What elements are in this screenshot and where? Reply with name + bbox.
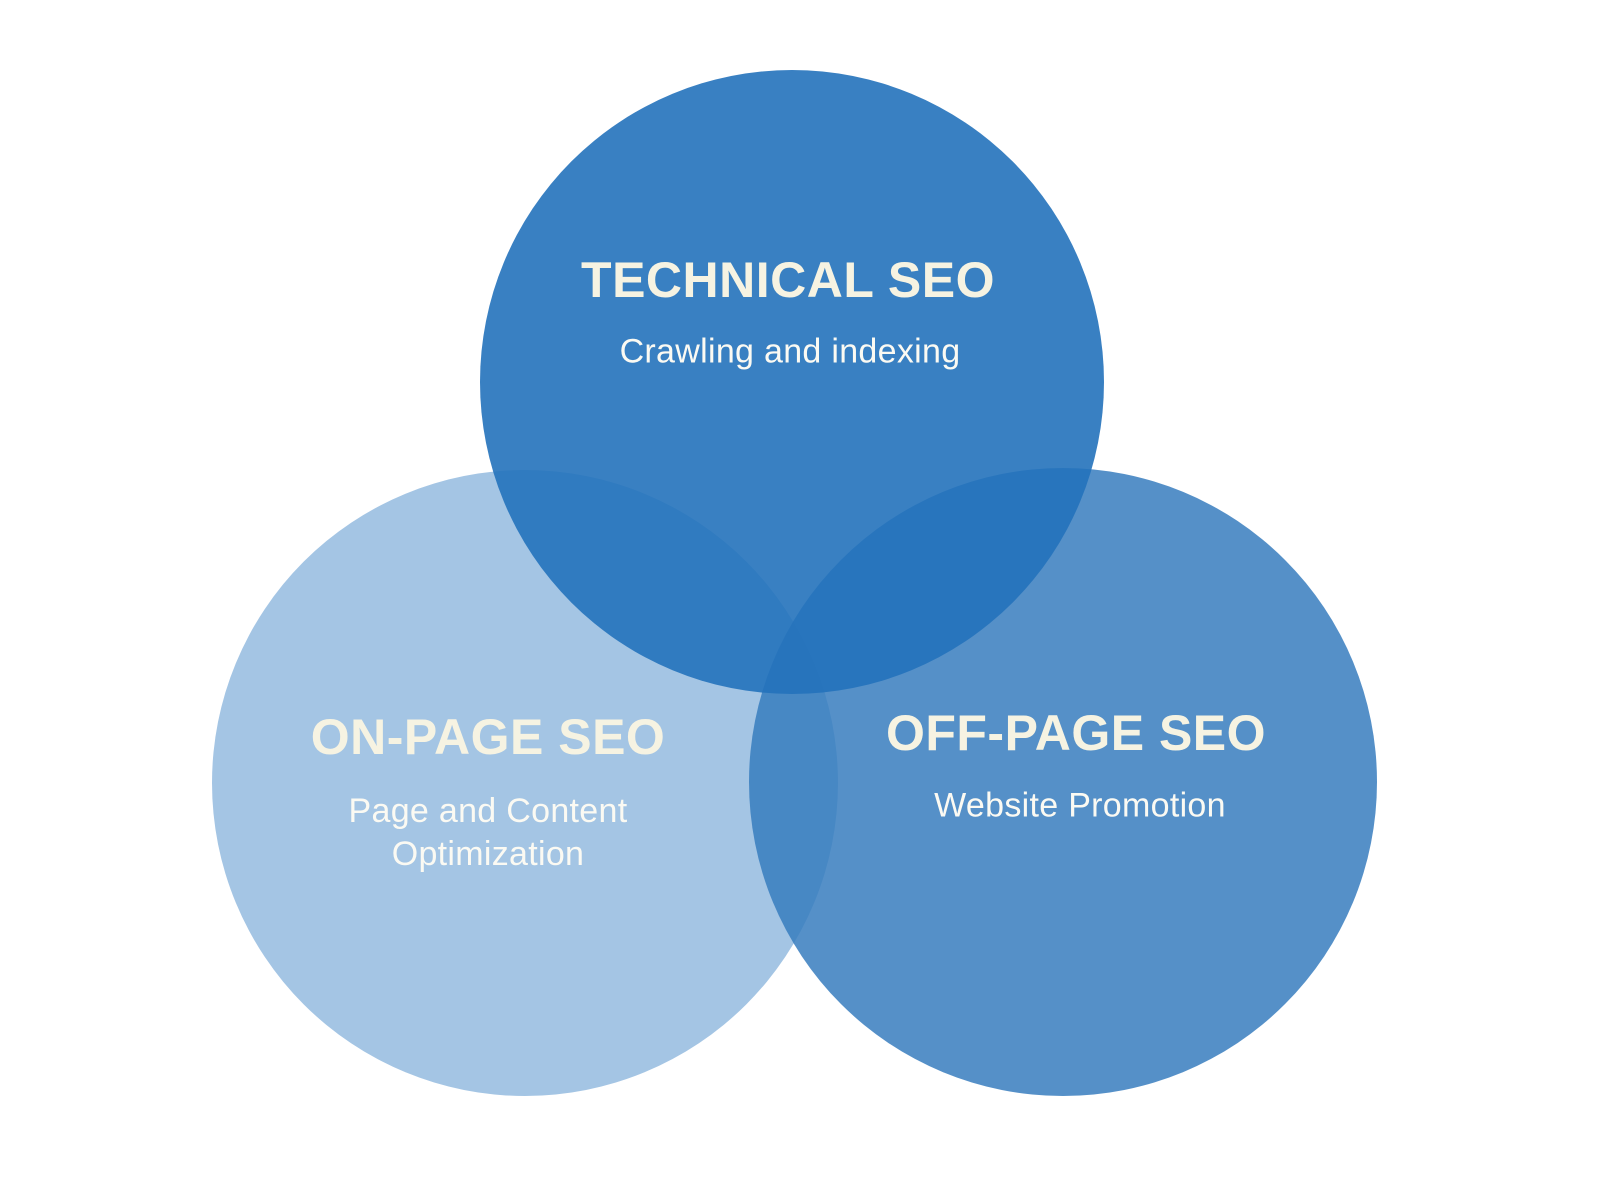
on-page-seo-subtitle: Page and Content Optimization: [348, 792, 628, 873]
off-page-seo-subtitle: Website Promotion: [934, 786, 1226, 825]
off-page-seo-heading: OFF-PAGE SEO: [885, 705, 1267, 761]
on-page-seo-heading: ON-PAGE SEO: [310, 709, 666, 765]
technical-seo-subtitle: Crawling and indexing: [619, 332, 961, 371]
technical-seo-circle: [480, 70, 1104, 694]
technical-seo-heading: TECHNICAL SEO: [581, 252, 995, 308]
